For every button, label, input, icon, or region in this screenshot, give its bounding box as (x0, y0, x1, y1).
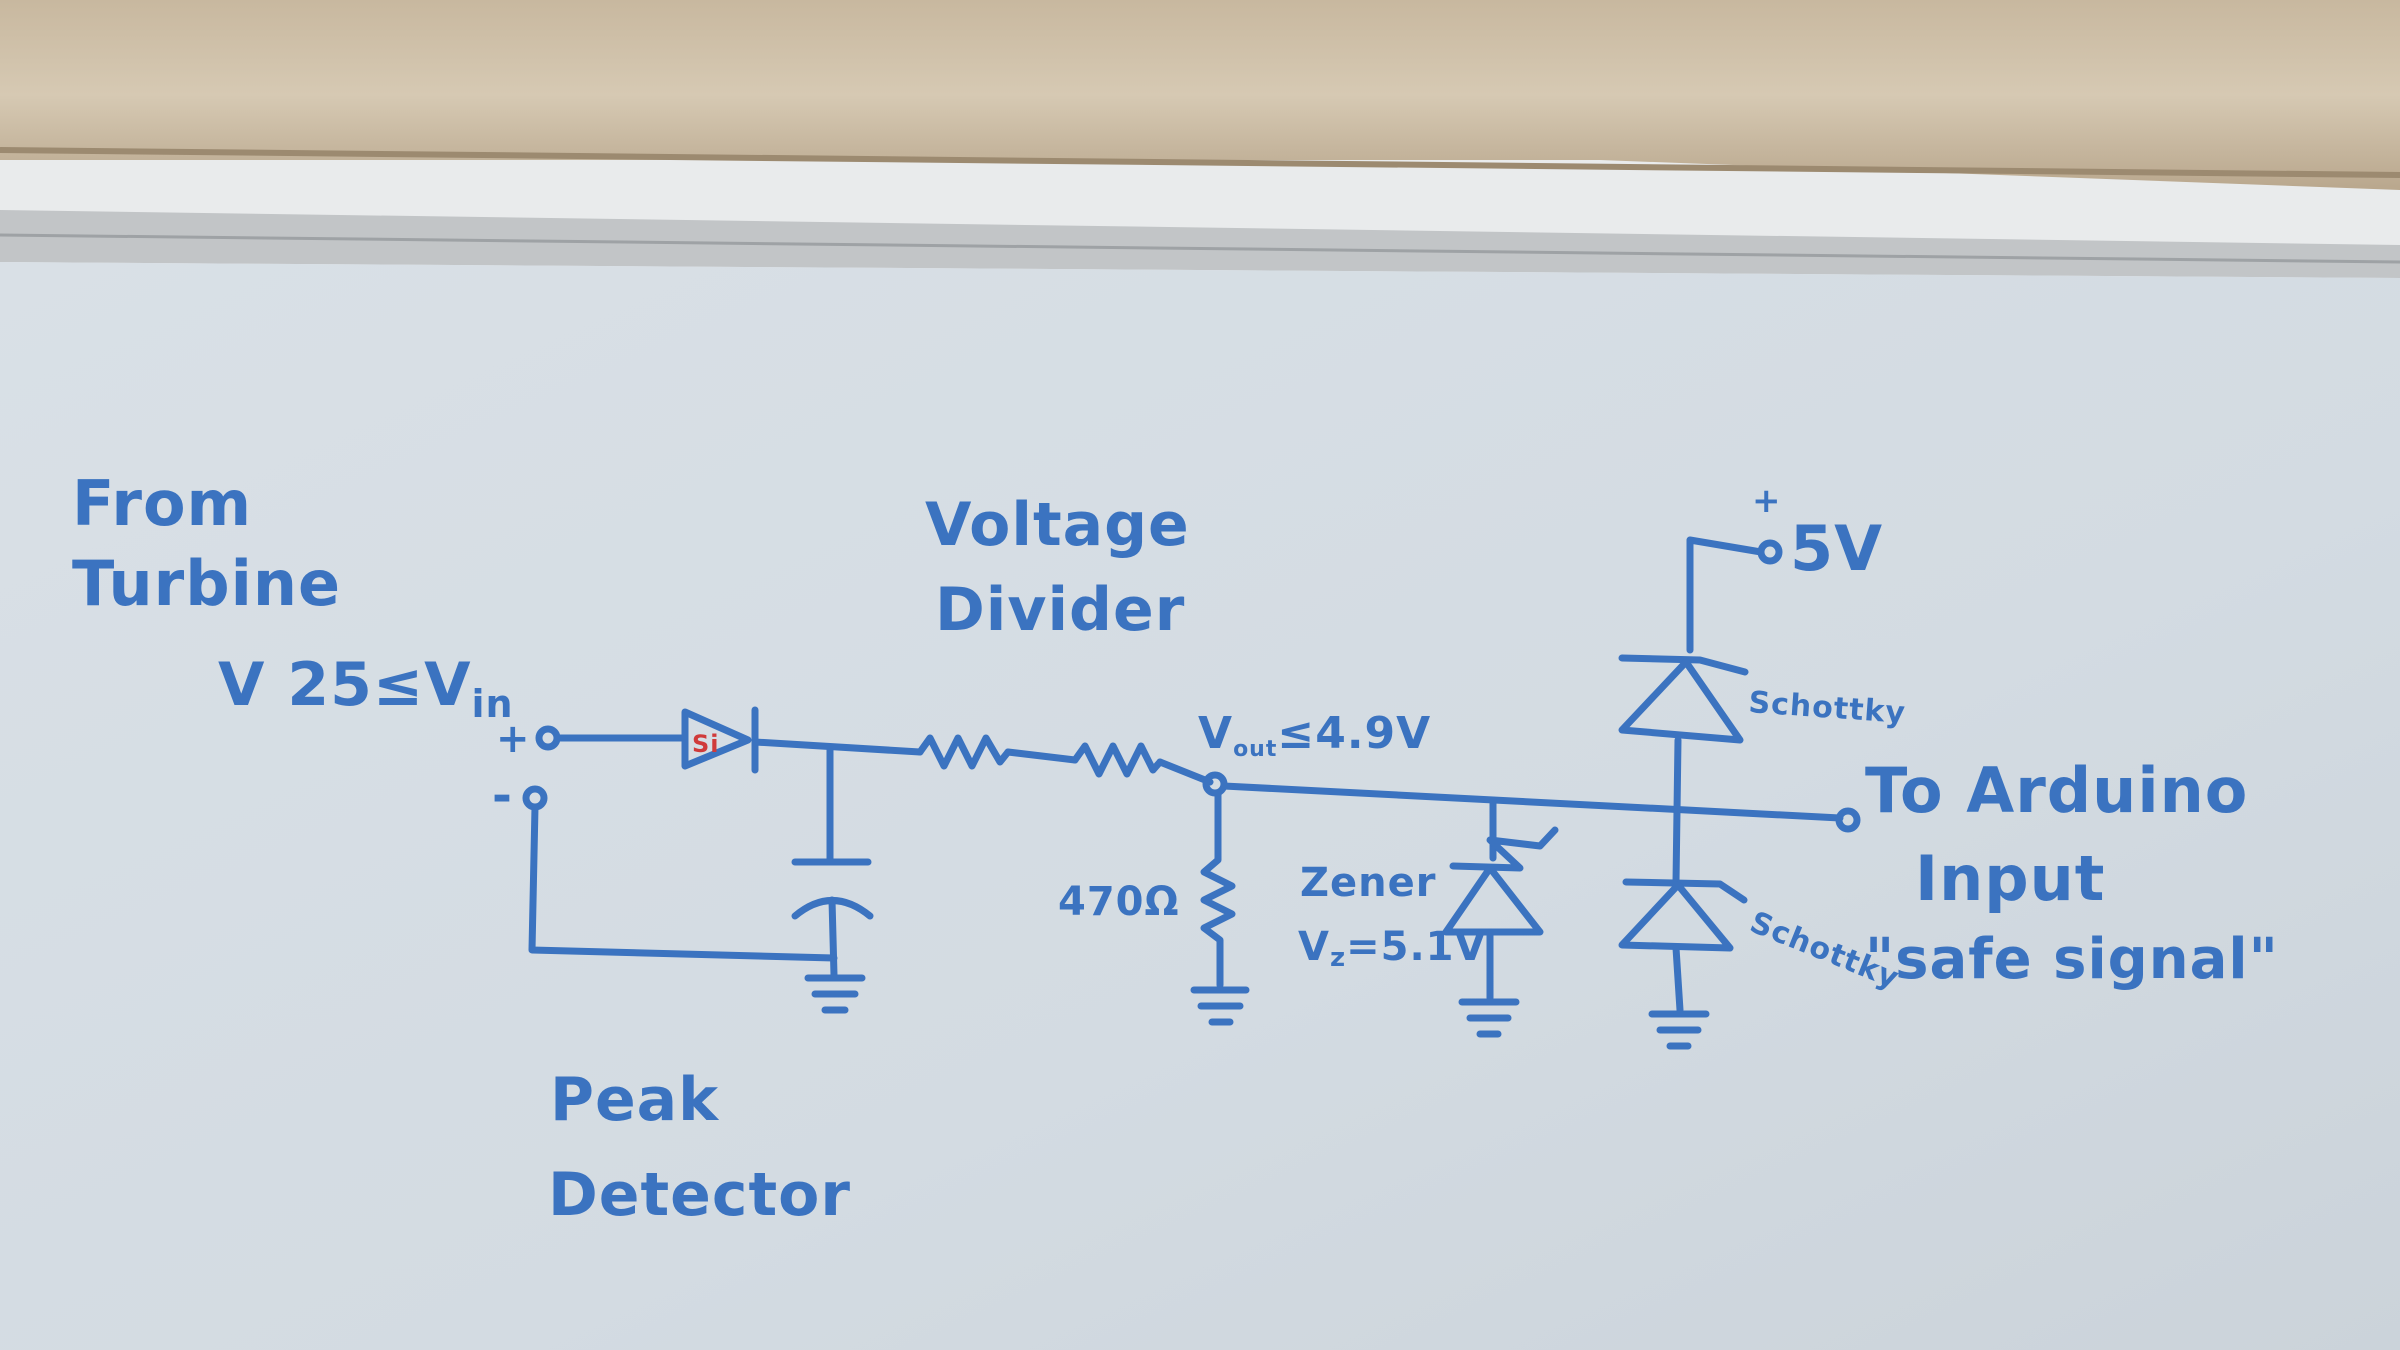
schottky-top-triangle (1618, 658, 1744, 744)
peak-label-detector: Detector (548, 1160, 851, 1230)
input-plus-label: + (496, 716, 531, 762)
zener-cathode-bar (1449, 826, 1559, 872)
schottky-ground-symbol (1648, 1010, 1710, 1050)
resistor-link-wire (1004, 748, 1079, 764)
output-label-safe-signal: "safe signal" (1865, 927, 2279, 992)
resistor-2-zigzag (1071, 742, 1164, 778)
whiteboard-surface (0, 262, 2400, 1350)
resistor-470-zigzag (1200, 789, 1236, 989)
wooden-beam (0, 0, 2400, 190)
return-wire (528, 803, 838, 962)
capacitor-ground-symbol (804, 974, 866, 1014)
vin-constraint-label: V 25≤Vin (218, 650, 514, 726)
divider-label-divider: Divider (935, 575, 1185, 645)
schottky-bottom-lead (1672, 944, 1684, 1014)
supply-value-label: 5V (1790, 512, 1883, 585)
resistor-1-zigzag (916, 734, 1012, 770)
zener-ground-symbol (1458, 998, 1520, 1038)
input-minus-label: - (492, 768, 513, 824)
schottky-center-lead (1672, 736, 1682, 886)
output-label-to-arduino: To Arduino (1865, 754, 2248, 827)
arduino-output-terminal (1835, 807, 1861, 833)
si-diode-body (681, 708, 752, 770)
zener-label: Zener (1300, 860, 1436, 906)
resistor-ground-symbol (1190, 986, 1250, 1026)
whiteboard-frame (0, 210, 2400, 278)
peak-label-peak: Peak (550, 1065, 720, 1135)
source-label-from: From (72, 467, 252, 540)
divider-label-voltage: Voltage (925, 490, 1190, 560)
schottky-top-cathode-bar (1618, 654, 1749, 676)
circuit-drawing (522, 536, 1861, 1050)
supply-wire (1686, 536, 1765, 654)
capacitor-bottom-lead (828, 896, 838, 979)
si-diode-label: Si (692, 730, 720, 758)
resistor-470-value: 470Ω (1058, 879, 1180, 925)
resistor-2-to-node-wire (1156, 758, 1214, 786)
supply-plus-label: + (1752, 481, 1782, 521)
schottky-bottom-anode-bar (1622, 878, 1748, 904)
vout-constraint-label: Vout≤4.9V (1198, 708, 1431, 762)
zener-voltage-label: Vz=5.1V (1298, 924, 1486, 973)
output-label-input: Input (1915, 842, 2105, 915)
beam-shadow-line (0, 147, 2400, 178)
diode-to-divider-wire (751, 738, 924, 756)
output-wire (1220, 782, 1844, 822)
labels-layer: From Turbine V 25≤Vin + - Si Voltage Div… (72, 467, 2279, 1230)
source-label-turbine: Turbine (72, 547, 341, 620)
frame-groove (0, 233, 2400, 264)
